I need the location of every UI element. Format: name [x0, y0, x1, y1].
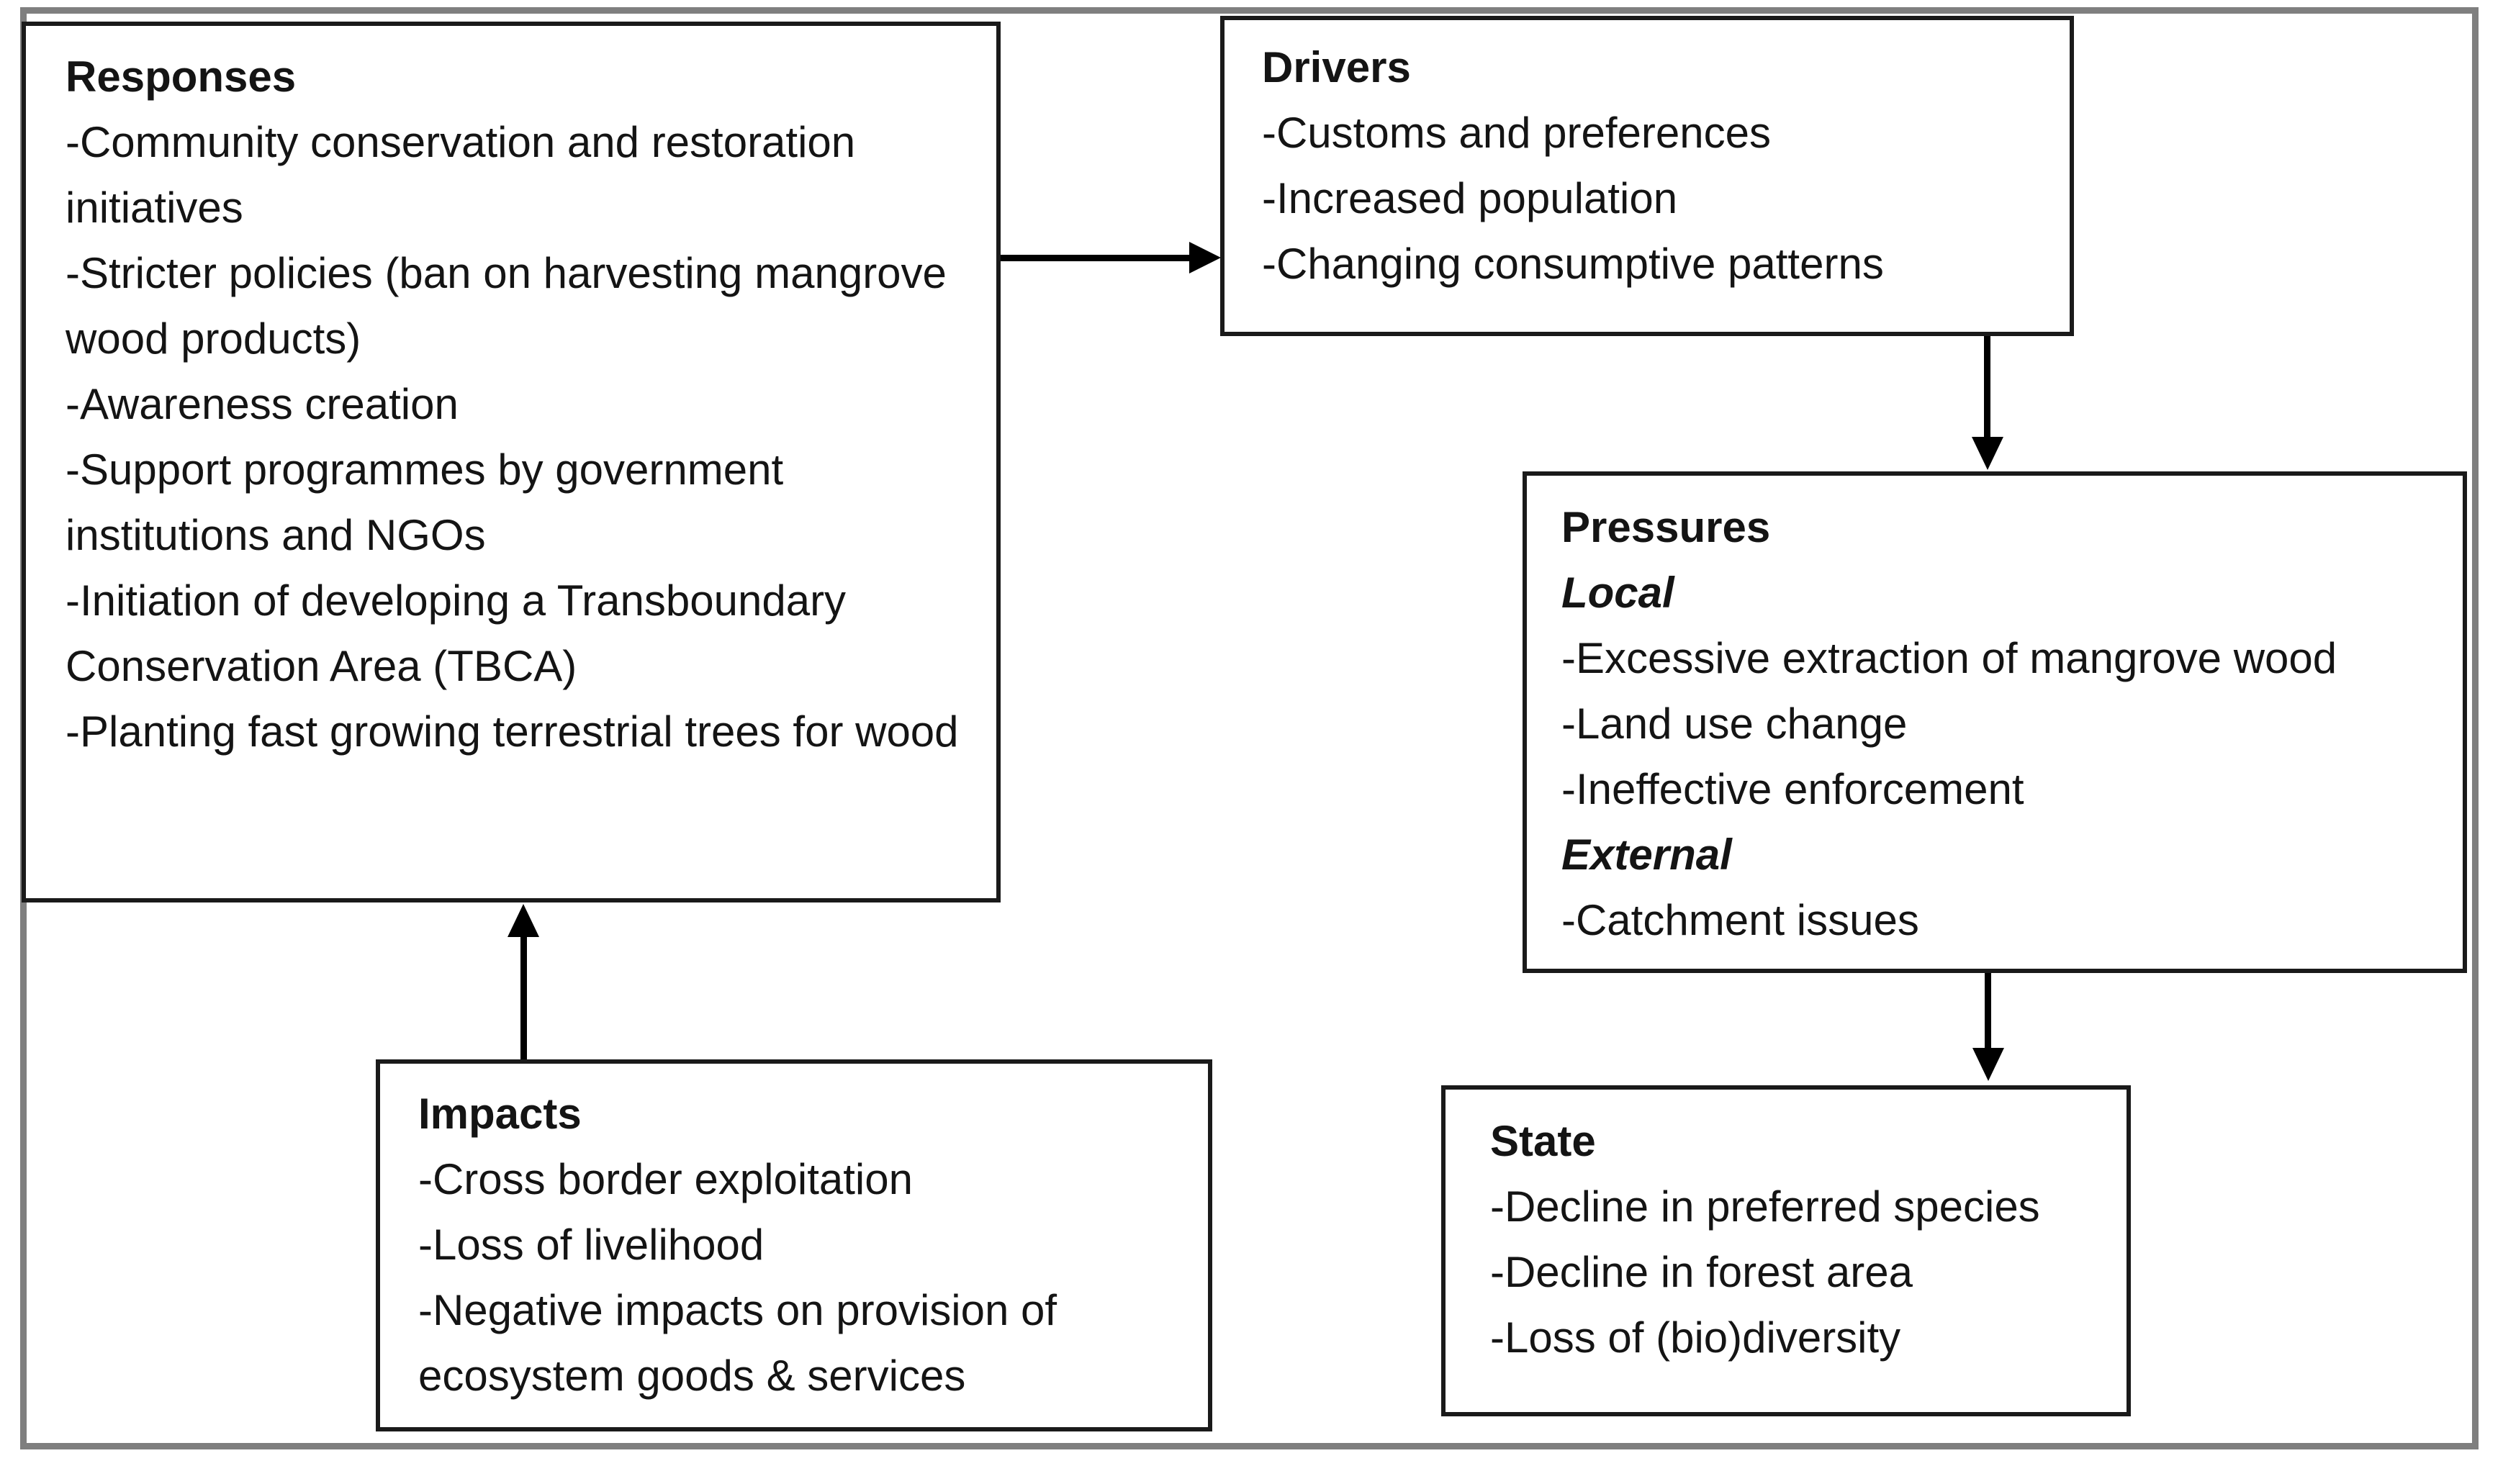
impacts-box: Impacts -Cross border exploitation -Loss… [376, 1059, 1212, 1431]
state-title: State [1490, 1117, 1596, 1165]
pressures-item: -Ineffective enforcement [1561, 765, 2024, 813]
drivers-title: Drivers [1262, 43, 1411, 91]
arrow-responses-to-drivers-shaft [1001, 255, 1192, 261]
impacts-item: -Loss of livelihood [418, 1221, 765, 1269]
pressures-box: Pressures Local -Excessive extraction of… [1523, 471, 2467, 973]
drivers-item: -Changing consumptive patterns [1262, 240, 1884, 288]
arrow-drivers-to-pressures-shaft [1984, 336, 1990, 440]
responses-item: -Community conservation and restoration … [66, 118, 856, 232]
pressures-title: Pressures [1561, 503, 1771, 551]
impacts-item: -Cross border exploitation [418, 1155, 913, 1203]
arrowhead-up-icon [508, 904, 539, 937]
state-item: -Decline in preferred species [1490, 1182, 2040, 1231]
responses-title: Responses [66, 53, 297, 101]
arrowhead-right-icon [1189, 242, 1221, 273]
responses-item: -Awareness creation [66, 380, 459, 428]
arrow-impacts-to-responses-shaft [520, 934, 527, 1059]
drivers-item: -Increased population [1262, 174, 1678, 222]
state-box: State -Decline in preferred species -Dec… [1441, 1085, 2131, 1416]
drivers-item: -Customs and preferences [1262, 109, 1771, 157]
pressures-item: -Catchment issues [1561, 896, 1919, 944]
pressures-local-label: Local [1561, 569, 1674, 617]
responses-item: -Planting fast growing terrestrial trees… [66, 707, 959, 756]
state-item: -Decline in forest area [1490, 1248, 1913, 1296]
responses-item: -Support programmes by government instit… [66, 445, 784, 559]
impacts-title: Impacts [418, 1090, 582, 1138]
responses-box: Responses -Community conservation and re… [22, 22, 1001, 902]
arrow-pressures-to-state-shaft [1985, 973, 1991, 1049]
arrowhead-down-icon [1972, 1048, 2004, 1081]
arrowhead-down-icon [1972, 437, 2003, 470]
responses-item: -Stricter policies (ban on harvesting ma… [66, 249, 947, 363]
state-item: -Loss of (bio)diversity [1490, 1313, 1901, 1362]
drivers-box: Drivers -Customs and preferences -Increa… [1220, 16, 2074, 336]
impacts-item: -Negative impacts on provision of ecosys… [418, 1286, 1057, 1400]
pressures-item: -Excessive extraction of mangrove wood [1561, 634, 2337, 682]
pressures-external-label: External [1561, 831, 1732, 879]
pressures-item: -Land use change [1561, 700, 1908, 748]
responses-item: -Initiation of developing a Transboundar… [66, 576, 847, 690]
